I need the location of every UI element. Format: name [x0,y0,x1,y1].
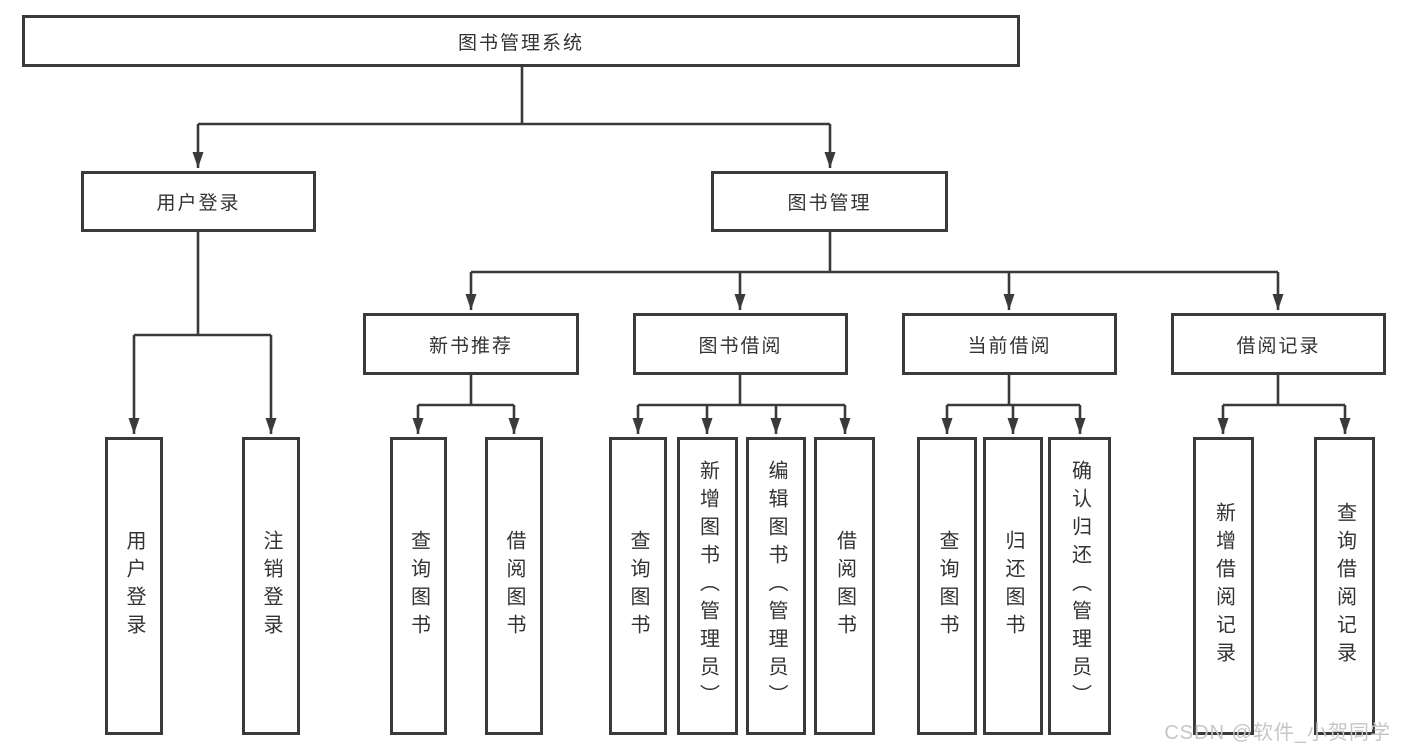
node-book-borrow: 图书借阅 [633,313,848,375]
connector-root-trunk [198,67,830,126]
node-borrow-records: 借阅记录 [1171,313,1386,375]
connector-currentborrow-trunk [947,375,1080,407]
leaf-edit-books-admin: 编辑图书（管理员） [746,437,806,735]
leaf-add-borrow-record: 新增借阅记录 [1193,437,1254,735]
connector-bookmgmt-trunk [471,232,1278,274]
connector-newbooks-trunk [418,375,514,407]
leaf-query-borrow-record: 查询借阅记录 [1314,437,1375,735]
node-current-borrow: 当前借阅 [902,313,1117,375]
leaf-query-books-2: 查询图书 [609,437,667,735]
node-root-system: 图书管理系统 [22,15,1020,67]
leaf-query-books-3: 查询图书 [917,437,977,735]
leaf-borrow-books-1: 借阅图书 [485,437,543,735]
connector-bookborrow-trunk [638,375,845,407]
node-new-book-recommend: 新书推荐 [363,313,579,375]
node-user-login-branch: 用户登录 [81,171,316,232]
leaf-add-books-admin: 新增图书（管理员） [677,437,738,735]
leaf-logout: 注销登录 [242,437,300,735]
leaf-confirm-return-admin: 确认归还（管理员） [1048,437,1111,735]
leaf-query-books-1: 查询图书 [390,437,447,735]
leaf-borrow-books-2: 借阅图书 [814,437,875,735]
leaf-user-login: 用户登录 [105,437,163,735]
connector-userlogin-trunk [134,232,271,337]
leaf-return-books: 归还图书 [983,437,1043,735]
connector-records-trunk [1223,375,1345,407]
node-book-management-branch: 图书管理 [711,171,948,232]
